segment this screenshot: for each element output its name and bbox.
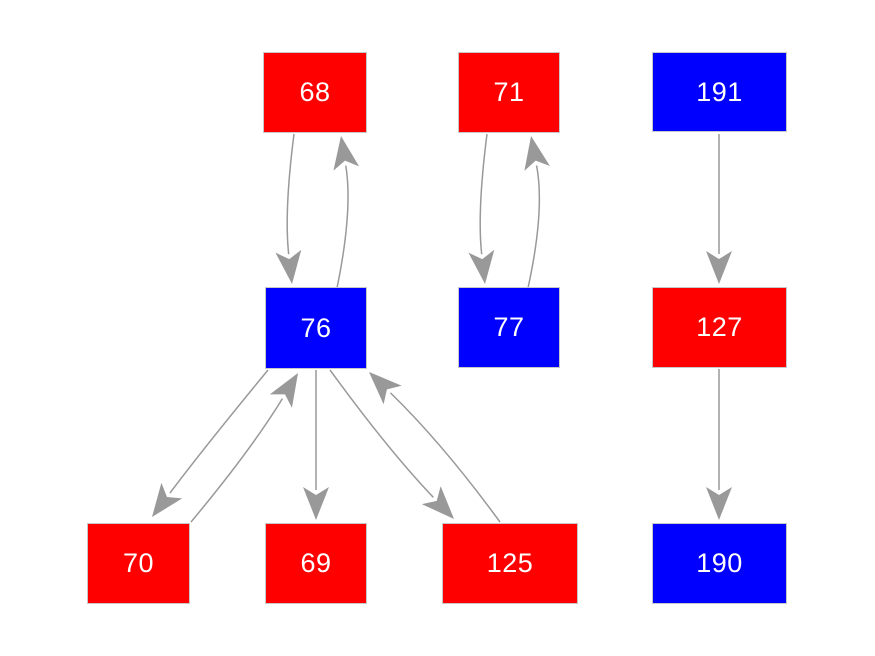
node-76: 76 <box>265 287 367 369</box>
node-label-69: 69 <box>300 548 332 578</box>
edge-70-76 <box>190 373 299 523</box>
edge-71-77 <box>468 133 495 285</box>
node-label-76: 76 <box>300 312 332 343</box>
node-70: 70 <box>87 523 190 604</box>
edge-77-71 <box>524 136 550 289</box>
node-label-71: 71 <box>493 77 525 107</box>
edge-68-76 <box>275 133 302 285</box>
edge-76-70 <box>151 369 269 517</box>
node-label-190: 190 <box>696 548 743 578</box>
edge-76-68 <box>333 135 360 289</box>
node-127: 127 <box>652 287 787 368</box>
node-label-127: 127 <box>696 312 743 342</box>
node-125: 125 <box>442 523 578 604</box>
node-label-68: 68 <box>299 77 331 107</box>
node-69: 69 <box>265 523 367 604</box>
node-label-70: 70 <box>122 548 155 578</box>
node-191: 191 <box>652 52 787 132</box>
edge-76-125 <box>329 369 455 519</box>
node-68: 68 <box>263 52 367 133</box>
node-190: 190 <box>652 523 787 604</box>
edge-125-76 <box>369 371 501 523</box>
node-label-191: 191 <box>696 76 743 107</box>
node-label-77: 77 <box>493 312 525 342</box>
node-77: 77 <box>458 287 560 368</box>
node-label-125: 125 <box>486 548 534 578</box>
node-71: 71 <box>458 52 560 133</box>
